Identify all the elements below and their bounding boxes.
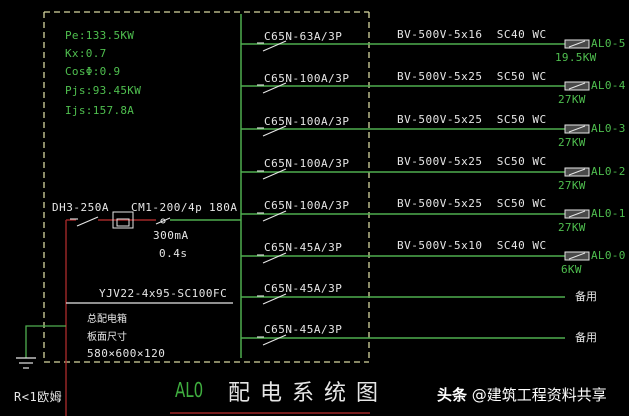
circuit-breaker-label: C65N-100A/3P [264,199,350,212]
circuit-load: 27KW [558,93,586,106]
circuit-breaker-label: C65N-63A/3P [264,30,343,43]
circuit-cable-label: BV-500V-5x25 SC50 WC [397,70,547,83]
param-ijs: Ijs:157.8A [65,104,135,117]
cabinet-frame [43,11,370,363]
watermark-brand: 头条 [437,386,468,404]
circuit-target: AL0-1 [591,207,626,220]
circuit-cable-label: BV-500V-5x25 SC50 WC [397,197,547,210]
rcd-box [112,211,134,229]
circuit-breaker-label: C65N-45A/3P [264,241,343,254]
circuit-target: AL0-2 [591,165,626,178]
circuit-target-spare: 备用 [575,290,597,303]
circuit-breakers [257,40,287,346]
circuit-cable-label: BV-500V-5x16 SC40 WC [397,28,547,41]
circuit-target: AL0-3 [591,122,626,135]
circuit-cable-label: BV-500V-5x25 SC50 WC [397,155,547,168]
rcd-breaker-symbol [155,217,171,225]
title-code: AL0 [175,378,204,402]
circuit-target: AL0-4 [591,79,626,92]
param-kx: Kx:0.7 [65,47,107,60]
circuit-breaker-label: C65N-100A/3P [264,115,350,128]
circuit-target-spare: 备用 [575,331,597,344]
param-pe: Pe:133.5KW [65,29,135,42]
main-switch-label: DH3-250A [52,201,109,214]
cabinet-size: 580×600×120 [87,347,166,360]
circuit-target: AL0-5 [591,37,626,50]
cabinet-size-label: 板面尺寸 [87,332,127,343]
circuit-target: AL0-0 [591,249,626,262]
leakage-current-label: 300mA [153,229,189,242]
watermark: 头条 @建筑工程资料共享 [437,384,607,405]
main-switch-symbol [70,216,99,227]
circuit-load: 27KW [558,179,586,192]
circuit-load: 19.5KW [555,51,597,64]
ground-resistance-label: R<1欧姆 [14,390,63,404]
circuit-breaker-label: C65N-100A/3P [264,157,350,170]
circuit-cable-label: BV-500V-5x10 SC40 WC [397,239,547,252]
circuit-load: 27KW [558,136,586,149]
circuit-breaker-label: C65N-45A/3P [264,323,343,336]
rcd-breaker-label: CM1-200/4p [131,201,203,214]
param-pjs: Pjs:93.45KW [65,84,142,97]
rated-current-label: 180A [209,201,238,214]
circuit-lines [241,43,565,339]
panel-boxes [564,39,590,261]
circuit-load: 27KW [558,221,586,234]
cabinet-name: 总配电箱 [87,314,127,325]
title-name: 配电系统图 [228,381,389,406]
incoming-feed [65,219,156,416]
ground-wire [16,325,66,369]
param-cos: CosΦ:0.9 [65,65,121,78]
circuit-breaker-label: C65N-45A/3P [264,282,343,295]
trip-time-label: 0.4s [159,247,188,260]
incoming-cable-label: YJV22-4x95-SC100FC [99,287,228,300]
circuit-load: 6KW [561,263,582,276]
circuit-cable-label: BV-500V-5x25 SC50 WC [397,113,547,126]
circuit-breaker-label: C65N-100A/3P [264,72,350,85]
watermark-handle: @建筑工程资料共享 [471,386,607,404]
